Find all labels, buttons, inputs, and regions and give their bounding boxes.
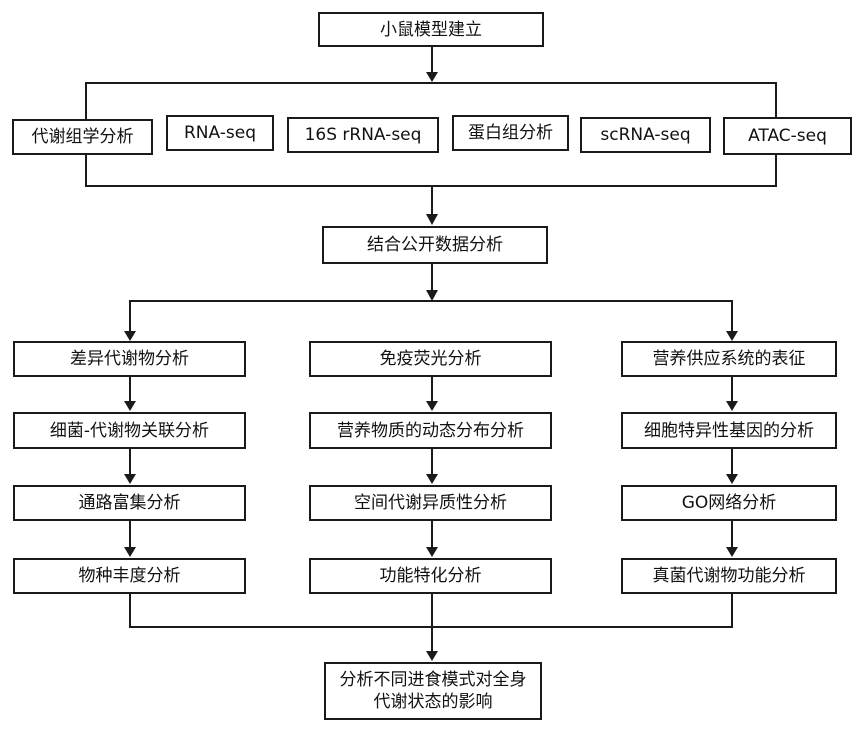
box-label: 差异代谢物分析 (70, 349, 189, 369)
conclusion-box: 分析不同进食模式对全身 代谢状态的影响 (324, 662, 542, 720)
arrowhead (426, 474, 438, 484)
arrowhead (426, 547, 438, 557)
box-label: 物种丰度分析 (78, 566, 181, 586)
arrowhead (124, 401, 136, 411)
col3-box-3: GO网络分析 (621, 485, 837, 521)
conclusion-line-2: 代谢状态的影响 (373, 692, 493, 712)
box-label: scRNA-seq (600, 125, 691, 145)
arrowhead (426, 401, 438, 411)
model-setup-box: 小鼠模型建立 (318, 12, 544, 47)
public-data-box: 结合公开数据分析 (322, 226, 548, 264)
box-label: 免疫荧光分析 (379, 349, 482, 369)
col2-box-4: 功能特化分析 (309, 558, 552, 594)
arrowhead (426, 290, 438, 301)
col1-box-1: 差异代谢物分析 (13, 341, 246, 377)
omics-box-proteomics: 蛋白组分析 (452, 115, 569, 151)
col3-box-1: 营养供应系统的表征 (621, 341, 837, 377)
split-bracket (129, 300, 733, 334)
box-label: 营养物质的动态分布分析 (337, 420, 524, 441)
arrowhead (124, 547, 136, 557)
box-label: 功能特化分析 (379, 566, 482, 586)
arrowhead (726, 547, 738, 557)
omics-box-atacseq: ATAC-seq (723, 117, 852, 155)
col1-box-4: 物种丰度分析 (13, 558, 246, 594)
box-label: 细菌-代谢物关联分析 (49, 420, 210, 441)
box-label: ATAC-seq (748, 126, 827, 146)
box-label: 营养供应系统的表征 (652, 349, 806, 369)
omics-bracket-top (85, 82, 777, 120)
col1-box-2: 细菌-代谢物关联分析 (13, 412, 246, 449)
col3-box-2: 细胞特异性基因的分析 (621, 412, 837, 449)
box-label: 小鼠模型建立 (380, 19, 482, 40)
box-label: 通路富集分析 (78, 493, 181, 513)
col3-box-4: 真菌代谢物功能分析 (621, 558, 837, 594)
omics-box-16s: 16S rRNA-seq (287, 117, 439, 153)
arrowhead (726, 474, 738, 484)
omics-box-metabolomics: 代谢组学分析 (12, 119, 153, 155)
box-label: 代谢组学分析 (31, 127, 134, 147)
arrowhead (726, 401, 738, 411)
box-label: 结合公开数据分析 (367, 235, 503, 255)
col2-box-3: 空间代谢异质性分析 (309, 485, 552, 521)
box-label: RNA-seq (183, 123, 257, 143)
arrowhead (726, 331, 738, 341)
box-label: 细胞特异性基因的分析 (644, 420, 814, 441)
arrowhead (426, 72, 438, 82)
box-label: 真菌代谢物功能分析 (652, 566, 806, 586)
arrowhead (124, 474, 136, 484)
arrowhead (426, 651, 438, 661)
conclusion-line-1: 分析不同进食模式对全身 (339, 670, 527, 690)
omics-bracket-bottom (85, 154, 777, 187)
box-label: GO网络分析 (681, 493, 777, 513)
omics-box-rnaseq: RNA-seq (166, 115, 274, 151)
omics-box-scrnaseq: scRNA-seq (580, 117, 711, 153)
arrowhead (426, 214, 438, 225)
box-label: 16S rRNA-seq (304, 125, 422, 145)
col2-box-1: 免疫荧光分析 (309, 341, 552, 377)
col1-box-3: 通路富集分析 (13, 485, 246, 521)
arrowhead (124, 331, 136, 341)
box-label: 蛋白组分析 (468, 123, 553, 143)
box-label: 空间代谢异质性分析 (354, 493, 507, 513)
col2-box-2: 营养物质的动态分布分析 (309, 412, 552, 449)
